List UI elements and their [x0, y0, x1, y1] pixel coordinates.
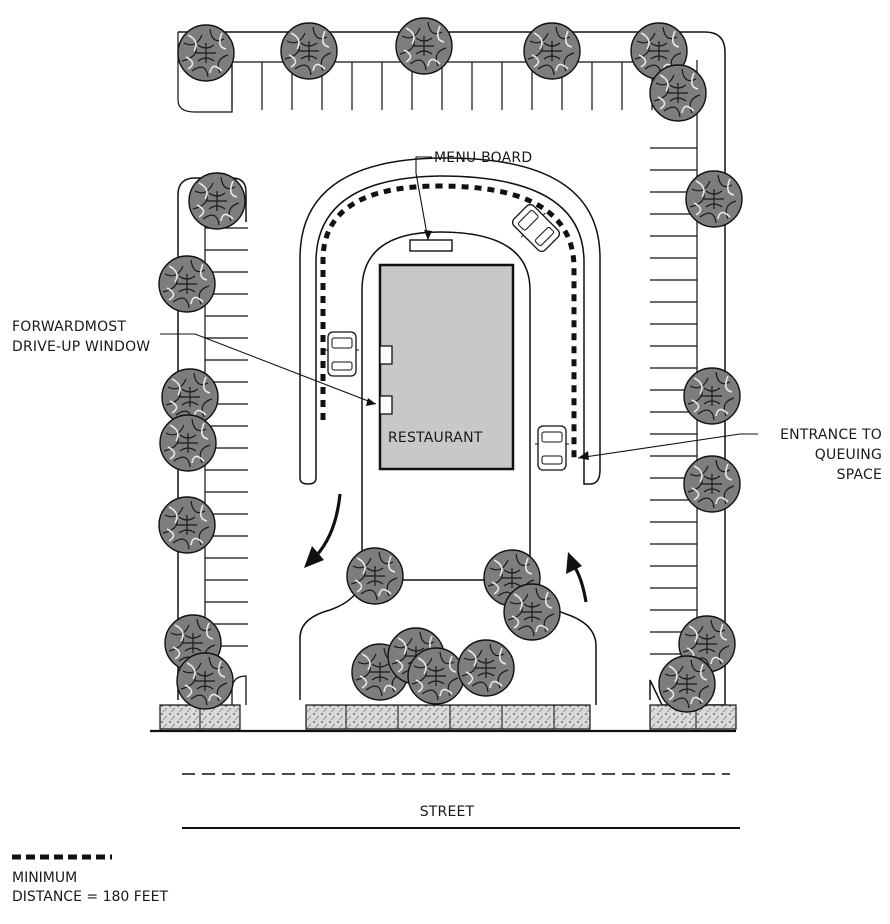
drive-up-window-forwardmost — [379, 395, 393, 415]
queuing-path — [320, 183, 577, 460]
front-landscape-island — [299, 579, 597, 705]
legend-line1: MINIMUM — [12, 870, 78, 886]
tree — [457, 639, 515, 697]
tree — [523, 22, 581, 80]
tree — [159, 414, 217, 472]
exit-arrow-icon — [304, 493, 342, 568]
entrance-label-line3: SPACE — [837, 467, 882, 483]
legend: MINIMUM DISTANCE = 180 FEET — [12, 869, 168, 907]
tree — [649, 64, 707, 122]
tree — [346, 547, 404, 605]
menu-board — [409, 239, 453, 252]
restaurant-building — [378, 263, 515, 471]
left-parking-stalls — [205, 227, 248, 647]
entry-arrow-icon — [566, 552, 588, 603]
tree — [158, 255, 216, 313]
entrance-label-line1: ENTRANCE TO — [780, 427, 882, 443]
drive-through-outer-curb — [299, 157, 601, 485]
tree — [280, 22, 338, 80]
tree — [407, 647, 465, 705]
tree — [503, 583, 561, 641]
restaurant-label: RESTAURANT — [388, 430, 483, 446]
tree — [158, 496, 216, 554]
tree — [176, 652, 234, 710]
car-at-window — [324, 331, 360, 377]
car-at-menu — [507, 199, 565, 257]
tree — [177, 24, 235, 82]
tree — [683, 455, 741, 513]
tree — [685, 170, 743, 228]
planter-center — [305, 704, 591, 730]
forwardmost-window-label-line2: DRIVE-UP WINDOW — [12, 339, 150, 355]
street-label: STREET — [420, 804, 475, 820]
menu-board-label: MENU BOARD — [434, 150, 532, 166]
restaurant-island — [361, 231, 531, 560]
drive-up-window-rear — [379, 345, 393, 365]
entrance-label-line2: QUEUING — [815, 447, 882, 463]
leader-lines — [160, 156, 758, 459]
forwardmost-window-label-line1: FORWARDMOST — [12, 319, 126, 335]
tree — [188, 172, 246, 230]
car-entering-queue — [534, 425, 570, 471]
tree — [658, 655, 716, 713]
tree — [683, 367, 741, 425]
legend-line2: DISTANCE = 180 FEET — [12, 889, 169, 905]
tree — [395, 17, 453, 75]
